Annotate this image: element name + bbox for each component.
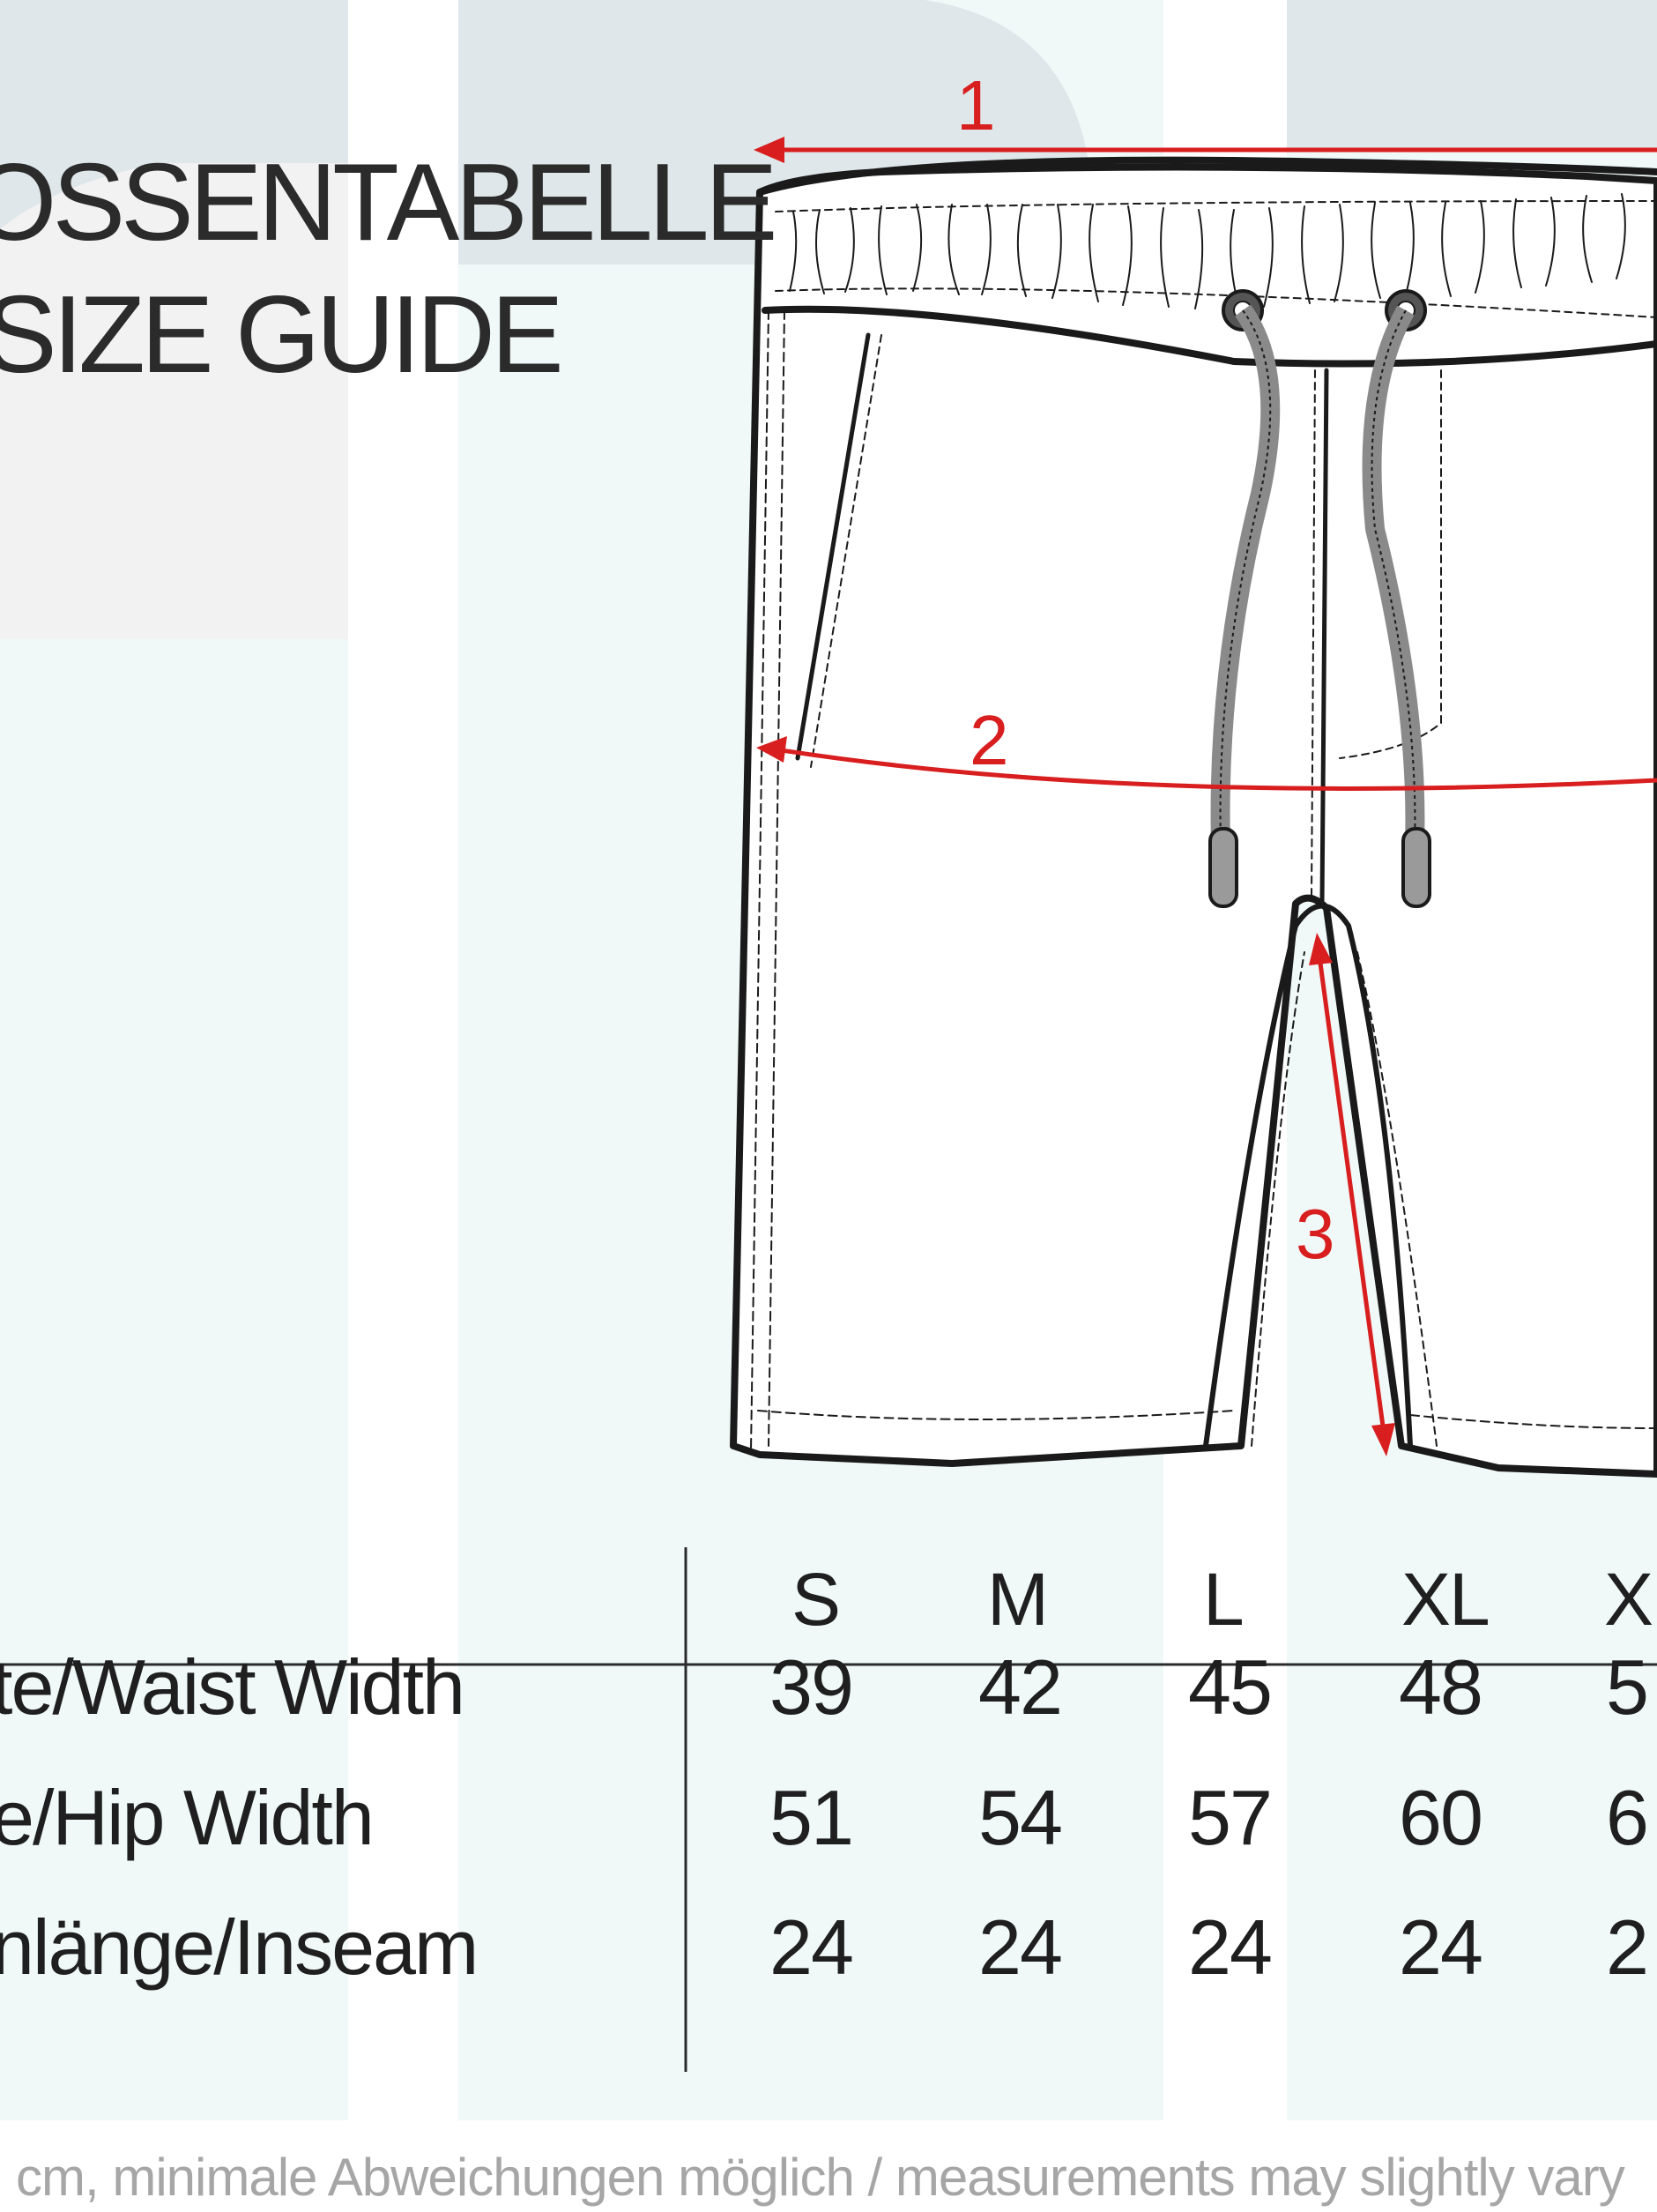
cell-waist-xxl: 5 — [1606, 1643, 1649, 1731]
size-header-l: L — [1203, 1558, 1245, 1641]
page-title-line1: OSSENTABELLE — [0, 142, 777, 264]
cell-hip-xl: 60 — [1399, 1774, 1483, 1861]
cell-inseam-m: 24 — [978, 1903, 1063, 1991]
hem-stitch-left — [757, 1410, 1235, 1420]
marker-hip: 2 — [970, 701, 1009, 779]
drawstring — [1208, 289, 1431, 908]
row-label-hip: e/Hip Width — [0, 1774, 375, 1861]
size-header-xl: XL — [1401, 1558, 1490, 1641]
cell-hip-s: 51 — [769, 1774, 854, 1861]
cell-waist-xl: 48 — [1399, 1643, 1483, 1731]
cell-hip-m: 54 — [978, 1774, 1063, 1861]
cell-waist-s: 39 — [769, 1643, 854, 1731]
row-label-inseam: nlänge/Inseam — [0, 1903, 479, 1991]
size-header-xxl: X — [1604, 1558, 1653, 1641]
shorts-drawing — [730, 156, 1657, 1478]
cell-inseam-xl: 24 — [1399, 1903, 1483, 1991]
cell-waist-m: 42 — [978, 1643, 1063, 1731]
side-seam-left — [750, 309, 769, 1451]
measurement-footnote: n cm, minimale Abweichungen möglich / me… — [0, 2148, 1625, 2207]
decor-arch-top — [0, 0, 348, 229]
cell-hip-xxl: 6 — [1606, 1774, 1649, 1861]
row-label-waist: te/Waist Width — [0, 1643, 465, 1731]
cell-hip-l: 57 — [1188, 1774, 1273, 1861]
pocket-line — [795, 332, 871, 761]
marker-waist: 1 — [956, 66, 996, 145]
hem-stitch-right — [1409, 1414, 1657, 1429]
marker-inseam: 3 — [1296, 1195, 1335, 1273]
decor-block-right — [1287, 0, 1657, 150]
page-title-line2: SIZE GUIDE — [0, 274, 564, 396]
cell-inseam-xxl: 2 — [1606, 1903, 1649, 1991]
measurement-arrows — [754, 137, 1657, 1456]
size-header-s: S — [791, 1558, 841, 1641]
cord-tip-right — [1401, 827, 1431, 908]
cell-inseam-l: 24 — [1188, 1903, 1273, 1991]
size-header-m: M — [987, 1558, 1049, 1641]
center-seam — [1319, 368, 1329, 906]
cell-waist-l: 45 — [1188, 1643, 1273, 1731]
shorts-outline — [730, 163, 1657, 1478]
waistband-gathers — [789, 193, 1626, 309]
arrow-inseam — [1317, 956, 1386, 1434]
arrow-hip — [775, 747, 1657, 791]
cell-inseam-s: 24 — [769, 1903, 854, 1991]
cord-tip-left — [1208, 827, 1238, 908]
waistband-bottom — [762, 305, 1657, 368]
crotch-inner — [1203, 903, 1413, 1449]
waistband-top — [756, 156, 1657, 196]
